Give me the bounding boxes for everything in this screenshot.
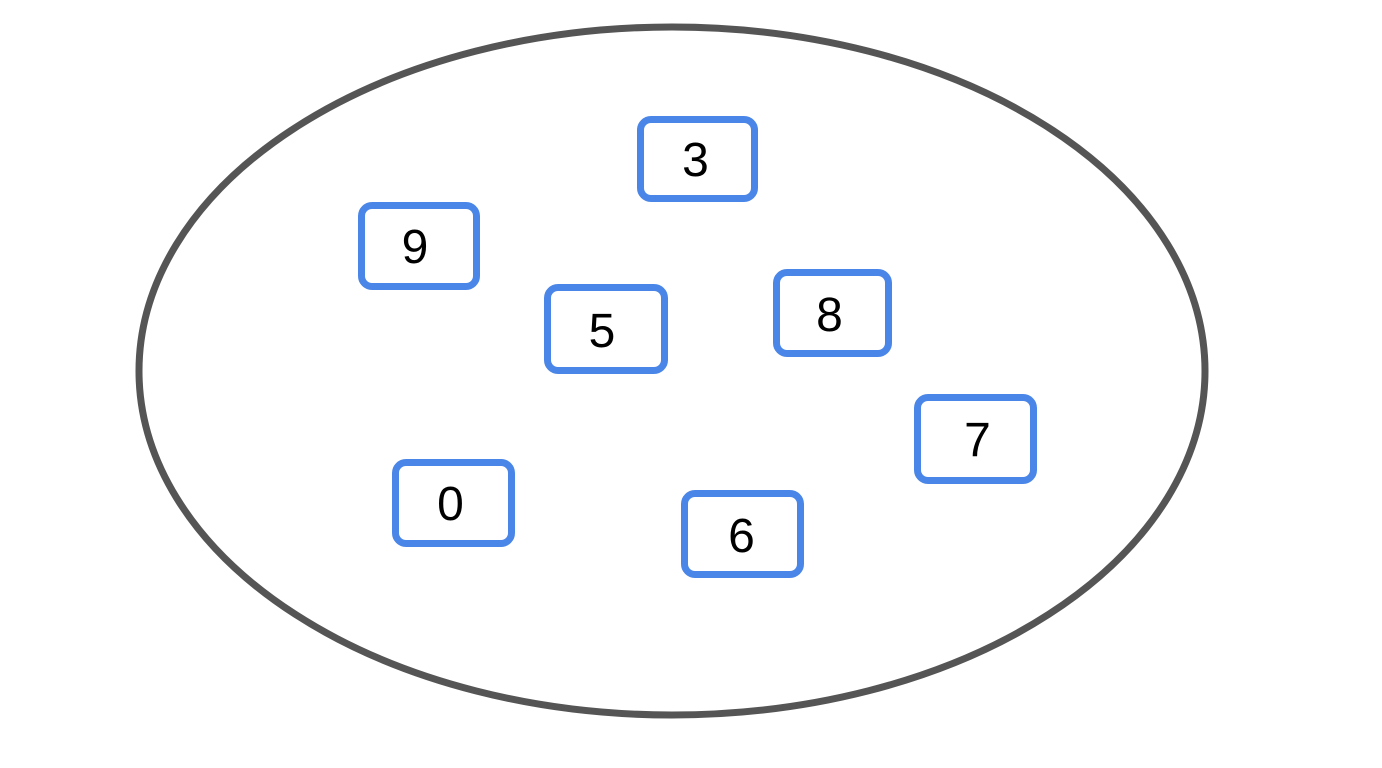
node-label: 0 [437, 478, 464, 531]
node-box-8[interactable]: 8 [773, 269, 892, 357]
node-box-7[interactable]: 7 [914, 394, 1037, 484]
node-box-9[interactable]: 9 [358, 202, 480, 290]
node-label: 8 [816, 289, 843, 342]
node-box-6[interactable]: 6 [681, 490, 804, 578]
node-label: 9 [401, 221, 429, 274]
node-box-5[interactable]: 5 [544, 284, 668, 374]
ellipse-outline [135, 23, 1209, 719]
node-box-3[interactable]: 3 [637, 116, 758, 202]
node-label: 7 [964, 414, 991, 467]
node-label: 3 [682, 134, 709, 187]
node-box-0[interactable]: 0 [392, 459, 515, 547]
node-label: 6 [728, 510, 755, 563]
node-label: 5 [588, 305, 616, 358]
